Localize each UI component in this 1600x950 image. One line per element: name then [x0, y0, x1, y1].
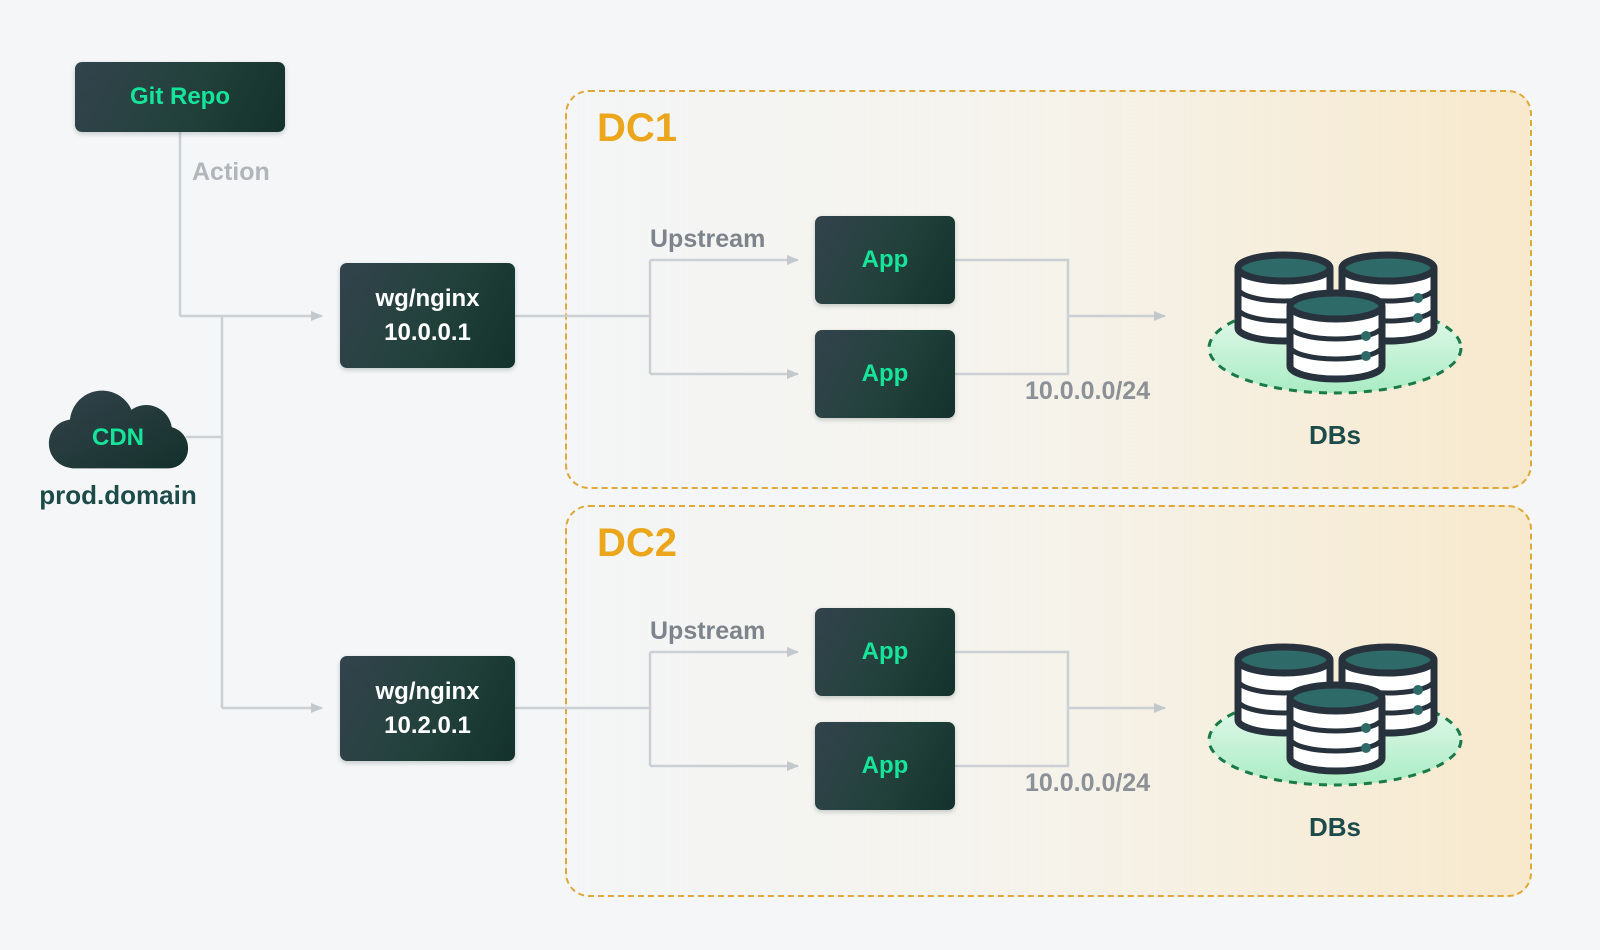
dc2-upstream-label: Upstream — [650, 617, 766, 645]
cloud-icon — [48, 390, 189, 469]
git-repo-node: Git Repo — [75, 62, 285, 132]
dc1-dbs-label: DBs — [1308, 420, 1361, 450]
git-repo-label: Git Repo — [130, 83, 230, 110]
gateway-1-ip: 10.0.0.1 — [384, 318, 471, 346]
dc2-title: DC2 — [597, 521, 678, 565]
dc1-app-2-node: App — [815, 330, 955, 418]
dc2-subnet-label: 10.0.0.0/24 — [1025, 769, 1151, 797]
dc1-upstream-label: Upstream — [650, 225, 766, 253]
gateway-1-name: wg/nginx — [375, 284, 480, 312]
cdn-label: CDN — [92, 424, 144, 451]
gateway-2-node: wg/nginx 10.2.0.1 — [340, 656, 515, 761]
gateway-1-node: wg/nginx 10.0.0.1 — [340, 263, 515, 368]
gateway-2-ip: 10.2.0.1 — [384, 711, 471, 739]
dc1-title: DC1 — [597, 106, 678, 150]
dc2-app-1-node: App — [815, 608, 955, 696]
dc1-app-1-node: App — [815, 216, 955, 304]
gateway-2-name: wg/nginx — [375, 677, 480, 705]
dc1-subnet-label: 10.0.0.0/24 — [1025, 377, 1151, 405]
dc1-app-1-label: App — [861, 246, 909, 273]
dc1-app-2-label: App — [861, 360, 909, 387]
action-label: Action — [192, 158, 270, 186]
dc2-app-2-label: App — [861, 752, 909, 779]
cdn-domain-label: prod.domain — [39, 480, 197, 510]
dc2-app-1-label: App — [861, 638, 909, 665]
dc2-dbs-label: DBs — [1308, 812, 1361, 842]
dc2-app-2-node: App — [815, 722, 955, 810]
cdn-node: CDN — [46, 382, 190, 478]
